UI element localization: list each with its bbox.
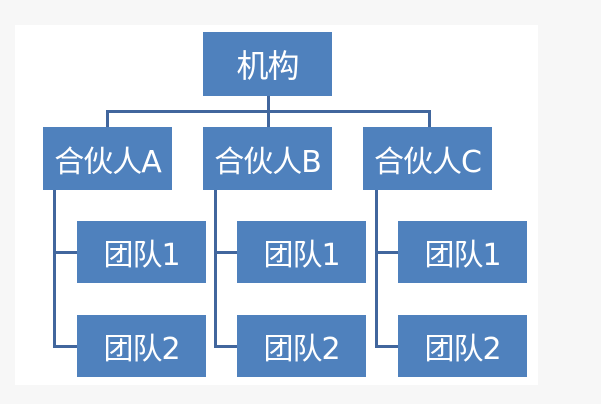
connector-partner-c	[428, 110, 431, 127]
team-node-c-1: 团队1	[398, 221, 527, 283]
team-node-b-2: 团队2	[237, 315, 366, 377]
connector-c-team1	[375, 251, 398, 254]
partner-node-b: 合伙人B	[203, 127, 332, 190]
connector-partner-b	[267, 110, 270, 127]
team-node-a-2: 团队2	[77, 315, 206, 377]
connector-b-team1	[214, 251, 237, 254]
connector-partner-a	[106, 110, 109, 127]
team-node-a-1: 团队1	[77, 221, 206, 283]
root-node: 机构	[203, 32, 332, 96]
team-node-b-1: 团队1	[237, 221, 366, 283]
connector-c-team2	[375, 345, 398, 348]
team-node-c-2: 团队2	[398, 315, 527, 377]
connector-b-vertical	[214, 190, 217, 348]
connector-root-down	[267, 96, 270, 113]
connector-a-team1	[53, 251, 77, 254]
connector-a-vertical	[53, 190, 56, 348]
partner-node-a: 合伙人A	[43, 127, 172, 190]
connector-a-team2	[53, 345, 77, 348]
connector-c-vertical	[375, 190, 378, 348]
connector-b-team2	[214, 345, 237, 348]
partner-node-c: 合伙人C	[363, 127, 492, 190]
